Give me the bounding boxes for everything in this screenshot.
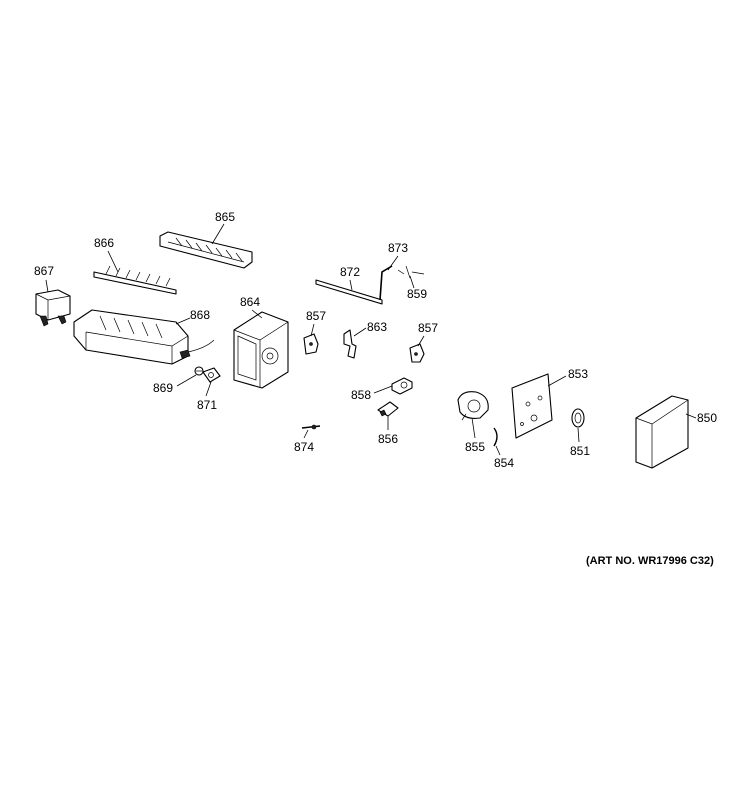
label-857a: 857 xyxy=(306,309,326,323)
leader-873 xyxy=(387,255,399,271)
label-866: 866 xyxy=(94,236,114,250)
part-874-pin xyxy=(301,424,321,430)
leader-855 xyxy=(471,417,476,439)
part-867-connector xyxy=(35,289,71,327)
label-865: 865 xyxy=(215,210,235,224)
art-number: (ART NO. WR17996 C32) xyxy=(586,555,714,567)
leader-857b xyxy=(417,335,425,347)
part-863-lever xyxy=(343,329,357,359)
label-873: 873 xyxy=(388,241,408,255)
part-856-fuse xyxy=(377,401,399,417)
leader-867 xyxy=(45,279,49,293)
label-871: 871 xyxy=(197,398,217,412)
part-857-switch-b xyxy=(409,343,425,363)
part-869-screw xyxy=(194,366,204,376)
part-851-gear xyxy=(571,408,585,428)
leader-865 xyxy=(211,223,225,245)
label-872: 872 xyxy=(340,265,360,279)
leader-866 xyxy=(107,250,119,273)
leader-858 xyxy=(373,385,393,394)
part-850-cover xyxy=(635,395,689,469)
label-855: 855 xyxy=(465,440,485,454)
label-853: 853 xyxy=(568,367,588,381)
label-874: 874 xyxy=(294,440,314,454)
part-866-rake xyxy=(93,265,177,295)
label-854: 854 xyxy=(494,456,514,470)
label-850: 850 xyxy=(697,411,717,425)
leader-863 xyxy=(353,327,367,337)
leader-874 xyxy=(303,429,309,439)
leader-872 xyxy=(349,279,353,291)
leader-853 xyxy=(547,375,567,387)
part-864-module xyxy=(233,311,289,389)
part-858-thermostat xyxy=(391,377,413,395)
part-859-clip xyxy=(397,265,425,279)
leader-868 xyxy=(175,317,191,325)
label-857b: 857 xyxy=(418,321,438,335)
label-851: 851 xyxy=(570,444,590,458)
leader-854 xyxy=(495,445,501,456)
leader-851 xyxy=(577,427,580,443)
label-864: 864 xyxy=(240,295,260,309)
part-873-shutoff-arm xyxy=(379,265,393,301)
label-858: 858 xyxy=(351,388,371,402)
leader-869 xyxy=(176,374,197,387)
part-857-switch-a xyxy=(303,333,319,355)
leader-850 xyxy=(685,413,697,419)
label-868: 868 xyxy=(190,308,210,322)
label-867: 867 xyxy=(34,264,54,278)
label-863: 863 xyxy=(367,320,387,334)
part-868-ice-mold xyxy=(73,309,215,365)
leader-857a xyxy=(310,323,315,337)
label-859: 859 xyxy=(407,287,427,301)
part-871-washer xyxy=(202,367,221,383)
leader-864 xyxy=(251,309,263,319)
leader-871 xyxy=(205,381,212,397)
part-865-ejector xyxy=(159,231,253,269)
part-855-motor xyxy=(457,391,489,421)
label-856: 856 xyxy=(378,432,398,446)
leader-859 xyxy=(409,275,415,289)
part-872-feeler-arm xyxy=(315,279,383,305)
part-853-mounting-plate xyxy=(511,373,553,439)
label-869: 869 xyxy=(153,381,173,395)
part-854-spring xyxy=(493,427,498,447)
